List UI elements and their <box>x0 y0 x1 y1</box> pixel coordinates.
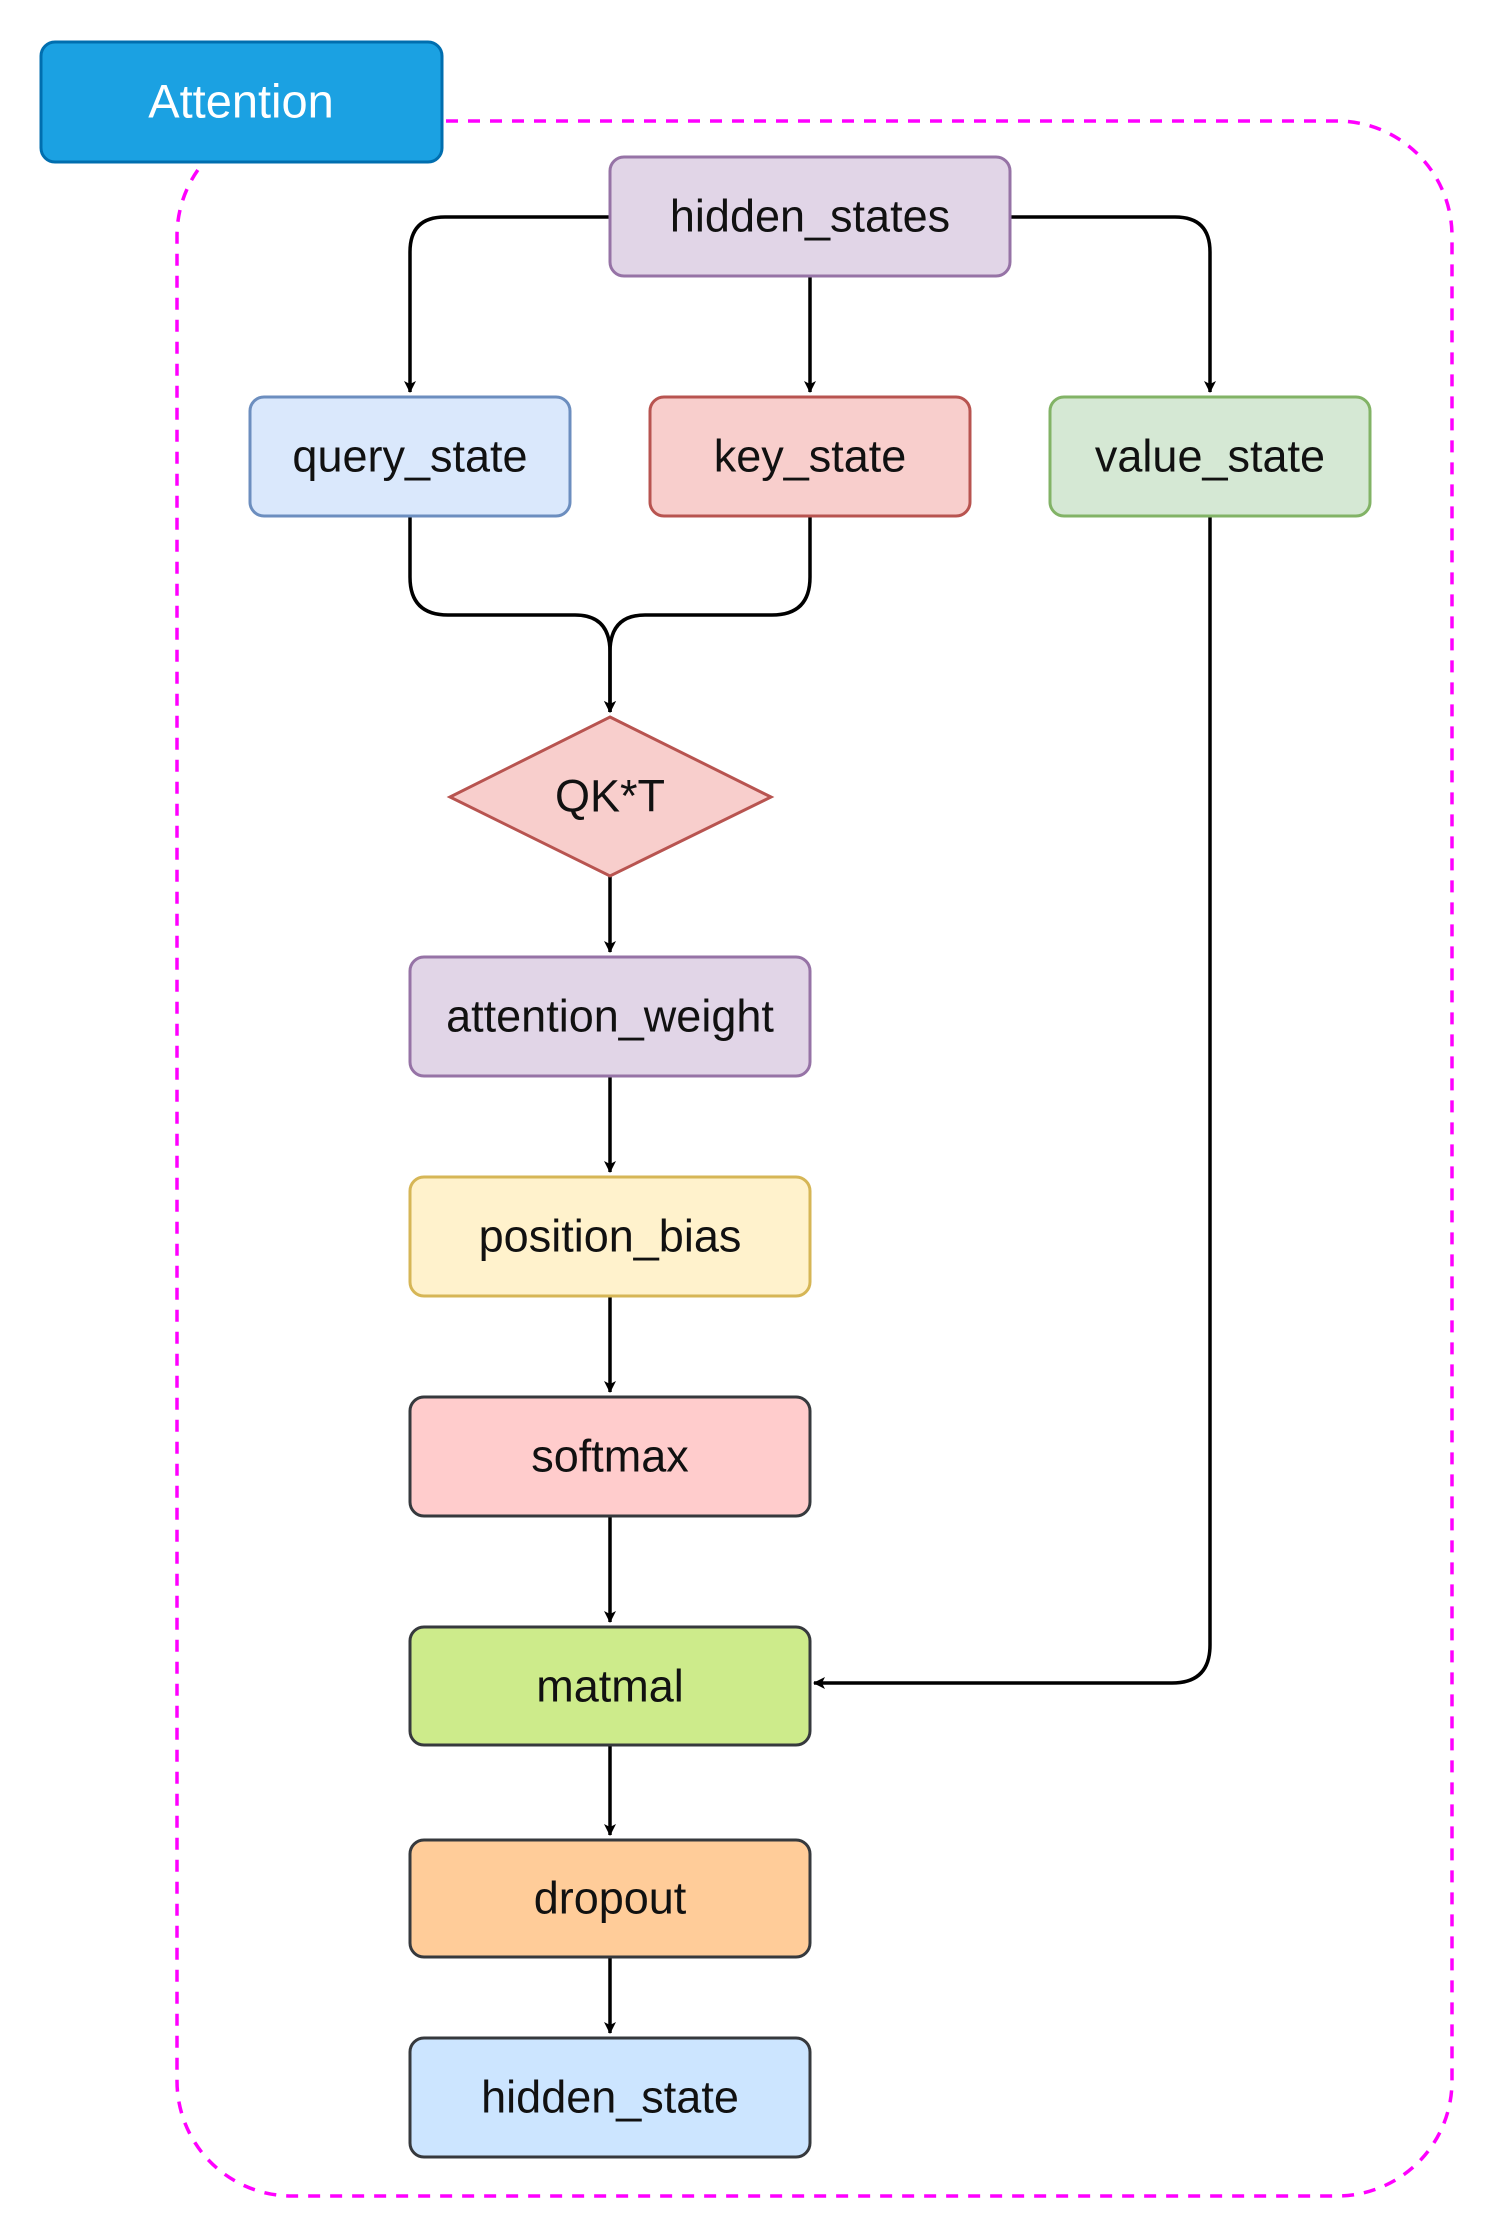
edge-hidden-states-to-value-state <box>1010 215 1216 393</box>
node-hidden-states-box <box>608 155 1012 278</box>
node-key-state: key_state <box>648 395 972 518</box>
attention-title: Attention <box>148 75 334 128</box>
node-matmal: matmal <box>408 1625 812 1747</box>
node-qkt: QK*T <box>446 715 775 878</box>
node-key-state-label: key_state <box>714 431 907 482</box>
attention-title-tab: Attention <box>39 40 444 164</box>
node-key-state-box <box>648 395 972 518</box>
node-qkt-diamond <box>446 715 775 878</box>
attention-container <box>175 119 1454 2198</box>
node-value-state-label: value_state <box>1095 431 1325 482</box>
node-dropout-label: dropout <box>534 1873 687 1924</box>
node-position-bias-box <box>408 1175 812 1298</box>
node-position-bias: position_bias <box>408 1175 812 1298</box>
edge-query-state-to-qkt <box>408 516 616 713</box>
node-hidden-state: hidden_state <box>408 2036 812 2159</box>
node-softmax-label: softmax <box>531 1431 689 1482</box>
node-query-state-label: query_state <box>292 431 527 482</box>
node-hidden-state-label: hidden_state <box>481 2072 739 2123</box>
node-softmax: softmax <box>408 1395 812 1518</box>
node-attention-weight-box <box>408 955 812 1078</box>
attention-title-box <box>39 40 444 164</box>
node-dropout-box <box>408 1838 812 1959</box>
node-matmal-box <box>408 1625 812 1747</box>
node-dropout: dropout <box>408 1838 812 1959</box>
node-hidden-states: hidden_states <box>608 155 1012 278</box>
edges <box>404 215 1216 2034</box>
edge-hidden-states-to-query-state <box>404 215 610 393</box>
node-position-bias-label: position_bias <box>479 1211 742 1262</box>
node-softmax-box <box>408 1395 812 1518</box>
node-hidden-state-box <box>408 2036 812 2159</box>
node-query-state: query_state <box>248 395 572 518</box>
node-matmal-label: matmal <box>536 1661 684 1712</box>
node-query-state-box <box>248 395 572 518</box>
node-attention-weight: attention_weight <box>408 955 812 1078</box>
edge-key-state-to-qkt <box>604 516 812 713</box>
node-attention-weight-label: attention_weight <box>446 991 774 1042</box>
node-value-state-box <box>1048 395 1372 518</box>
node-hidden-states-label: hidden_states <box>670 191 950 242</box>
node-value-state: value_state <box>1048 395 1372 518</box>
node-qkt-label: QK*T <box>555 771 665 822</box>
edge-value-state-to-matmal <box>813 516 1212 1689</box>
